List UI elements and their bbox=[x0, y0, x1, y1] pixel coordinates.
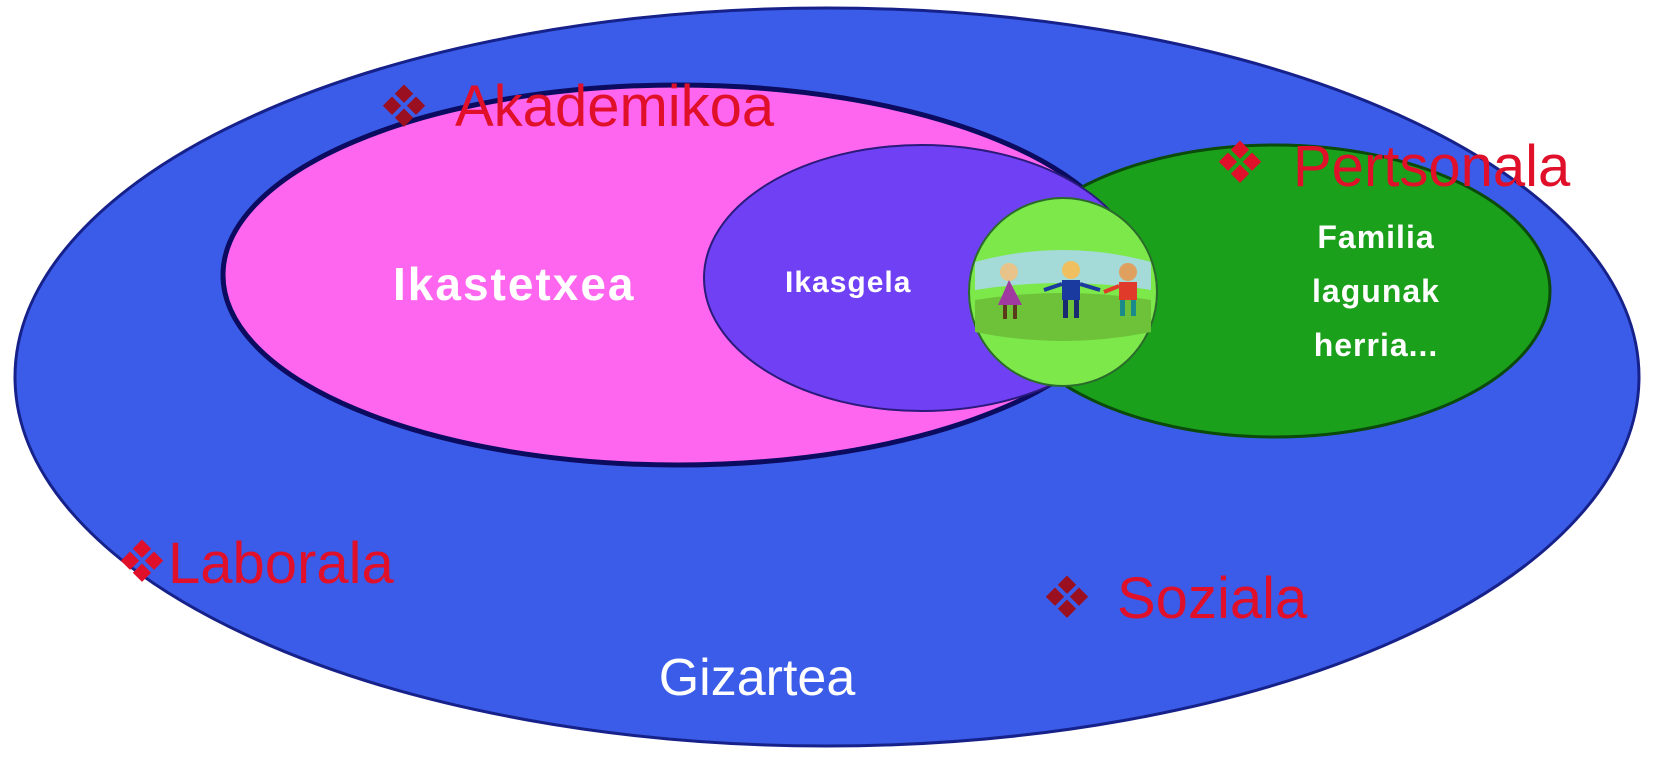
label-school: Ikastetxea bbox=[393, 258, 636, 310]
label-work: Laborala bbox=[168, 531, 394, 596]
label-society: Gizartea bbox=[659, 649, 856, 707]
label-personal-line-1: Familia bbox=[1317, 219, 1434, 255]
child-figure-1 bbox=[998, 263, 1022, 319]
child-figure-2 bbox=[1043, 261, 1101, 318]
bullet-icon-personal bbox=[1218, 140, 1262, 183]
child-figure-3 bbox=[1103, 263, 1137, 316]
label-social: Soziala bbox=[1117, 566, 1308, 631]
label-personal-line-2: lagunak bbox=[1312, 273, 1440, 309]
children-illustration bbox=[968, 197, 1158, 387]
bullet-icon-academic bbox=[382, 84, 426, 127]
label-personal-line-3: herria... bbox=[1314, 327, 1439, 363]
label-classroom: Ikasgela bbox=[785, 266, 911, 299]
label-personal: Pertsonala bbox=[1293, 134, 1571, 199]
label-academic: Akademikoa bbox=[455, 74, 775, 139]
bullet-icon-social bbox=[1045, 575, 1089, 618]
